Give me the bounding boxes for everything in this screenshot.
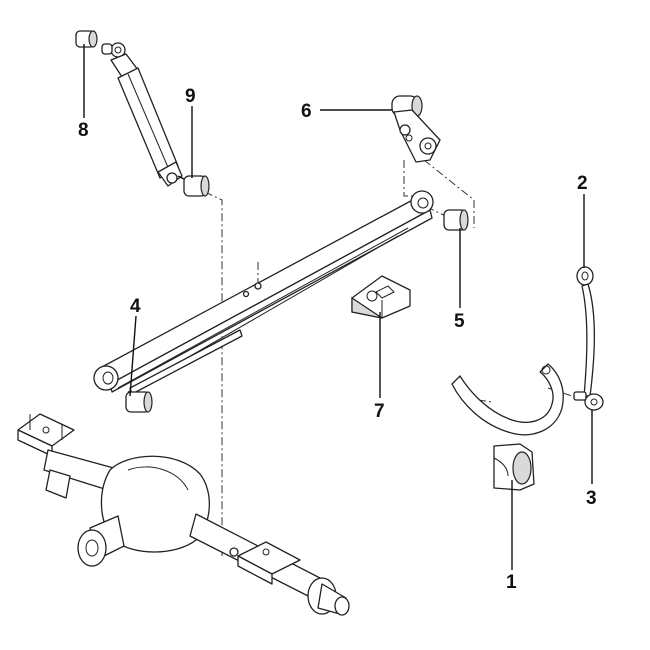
callout-6: 6 (301, 101, 312, 122)
callout-3: 3 (586, 488, 597, 509)
leader-lines (83, 44, 593, 570)
shackle-bush (443, 209, 469, 231)
callout-5: 5 (454, 311, 465, 332)
shock-upper-bush (75, 30, 98, 48)
callout-1: 1 (506, 572, 517, 593)
drop-link (573, 266, 604, 411)
callout-4: 4 (130, 296, 141, 317)
bump-stop (351, 275, 411, 319)
leaf-spring (93, 190, 434, 395)
alignment-line-shock-lower (204, 191, 223, 556)
alignment-line-shackle-right (423, 159, 475, 228)
callout-7: 7 (374, 401, 385, 422)
callout-9: 9 (185, 86, 196, 107)
leader-4 (129, 315, 137, 397)
callout-numbers: 8 9 6 2 4 5 7 3 1 (78, 86, 597, 593)
anti-roll-bar-bush (493, 443, 535, 491)
shock-lower-bush (183, 175, 210, 197)
callout-8: 8 (78, 120, 89, 141)
spring-eye-bush (125, 391, 153, 413)
shock-absorber (75, 30, 187, 187)
rear-axle (17, 413, 350, 616)
anti-roll-bar (451, 363, 564, 436)
spring-shackle (391, 95, 441, 163)
callout-2: 2 (577, 173, 588, 194)
